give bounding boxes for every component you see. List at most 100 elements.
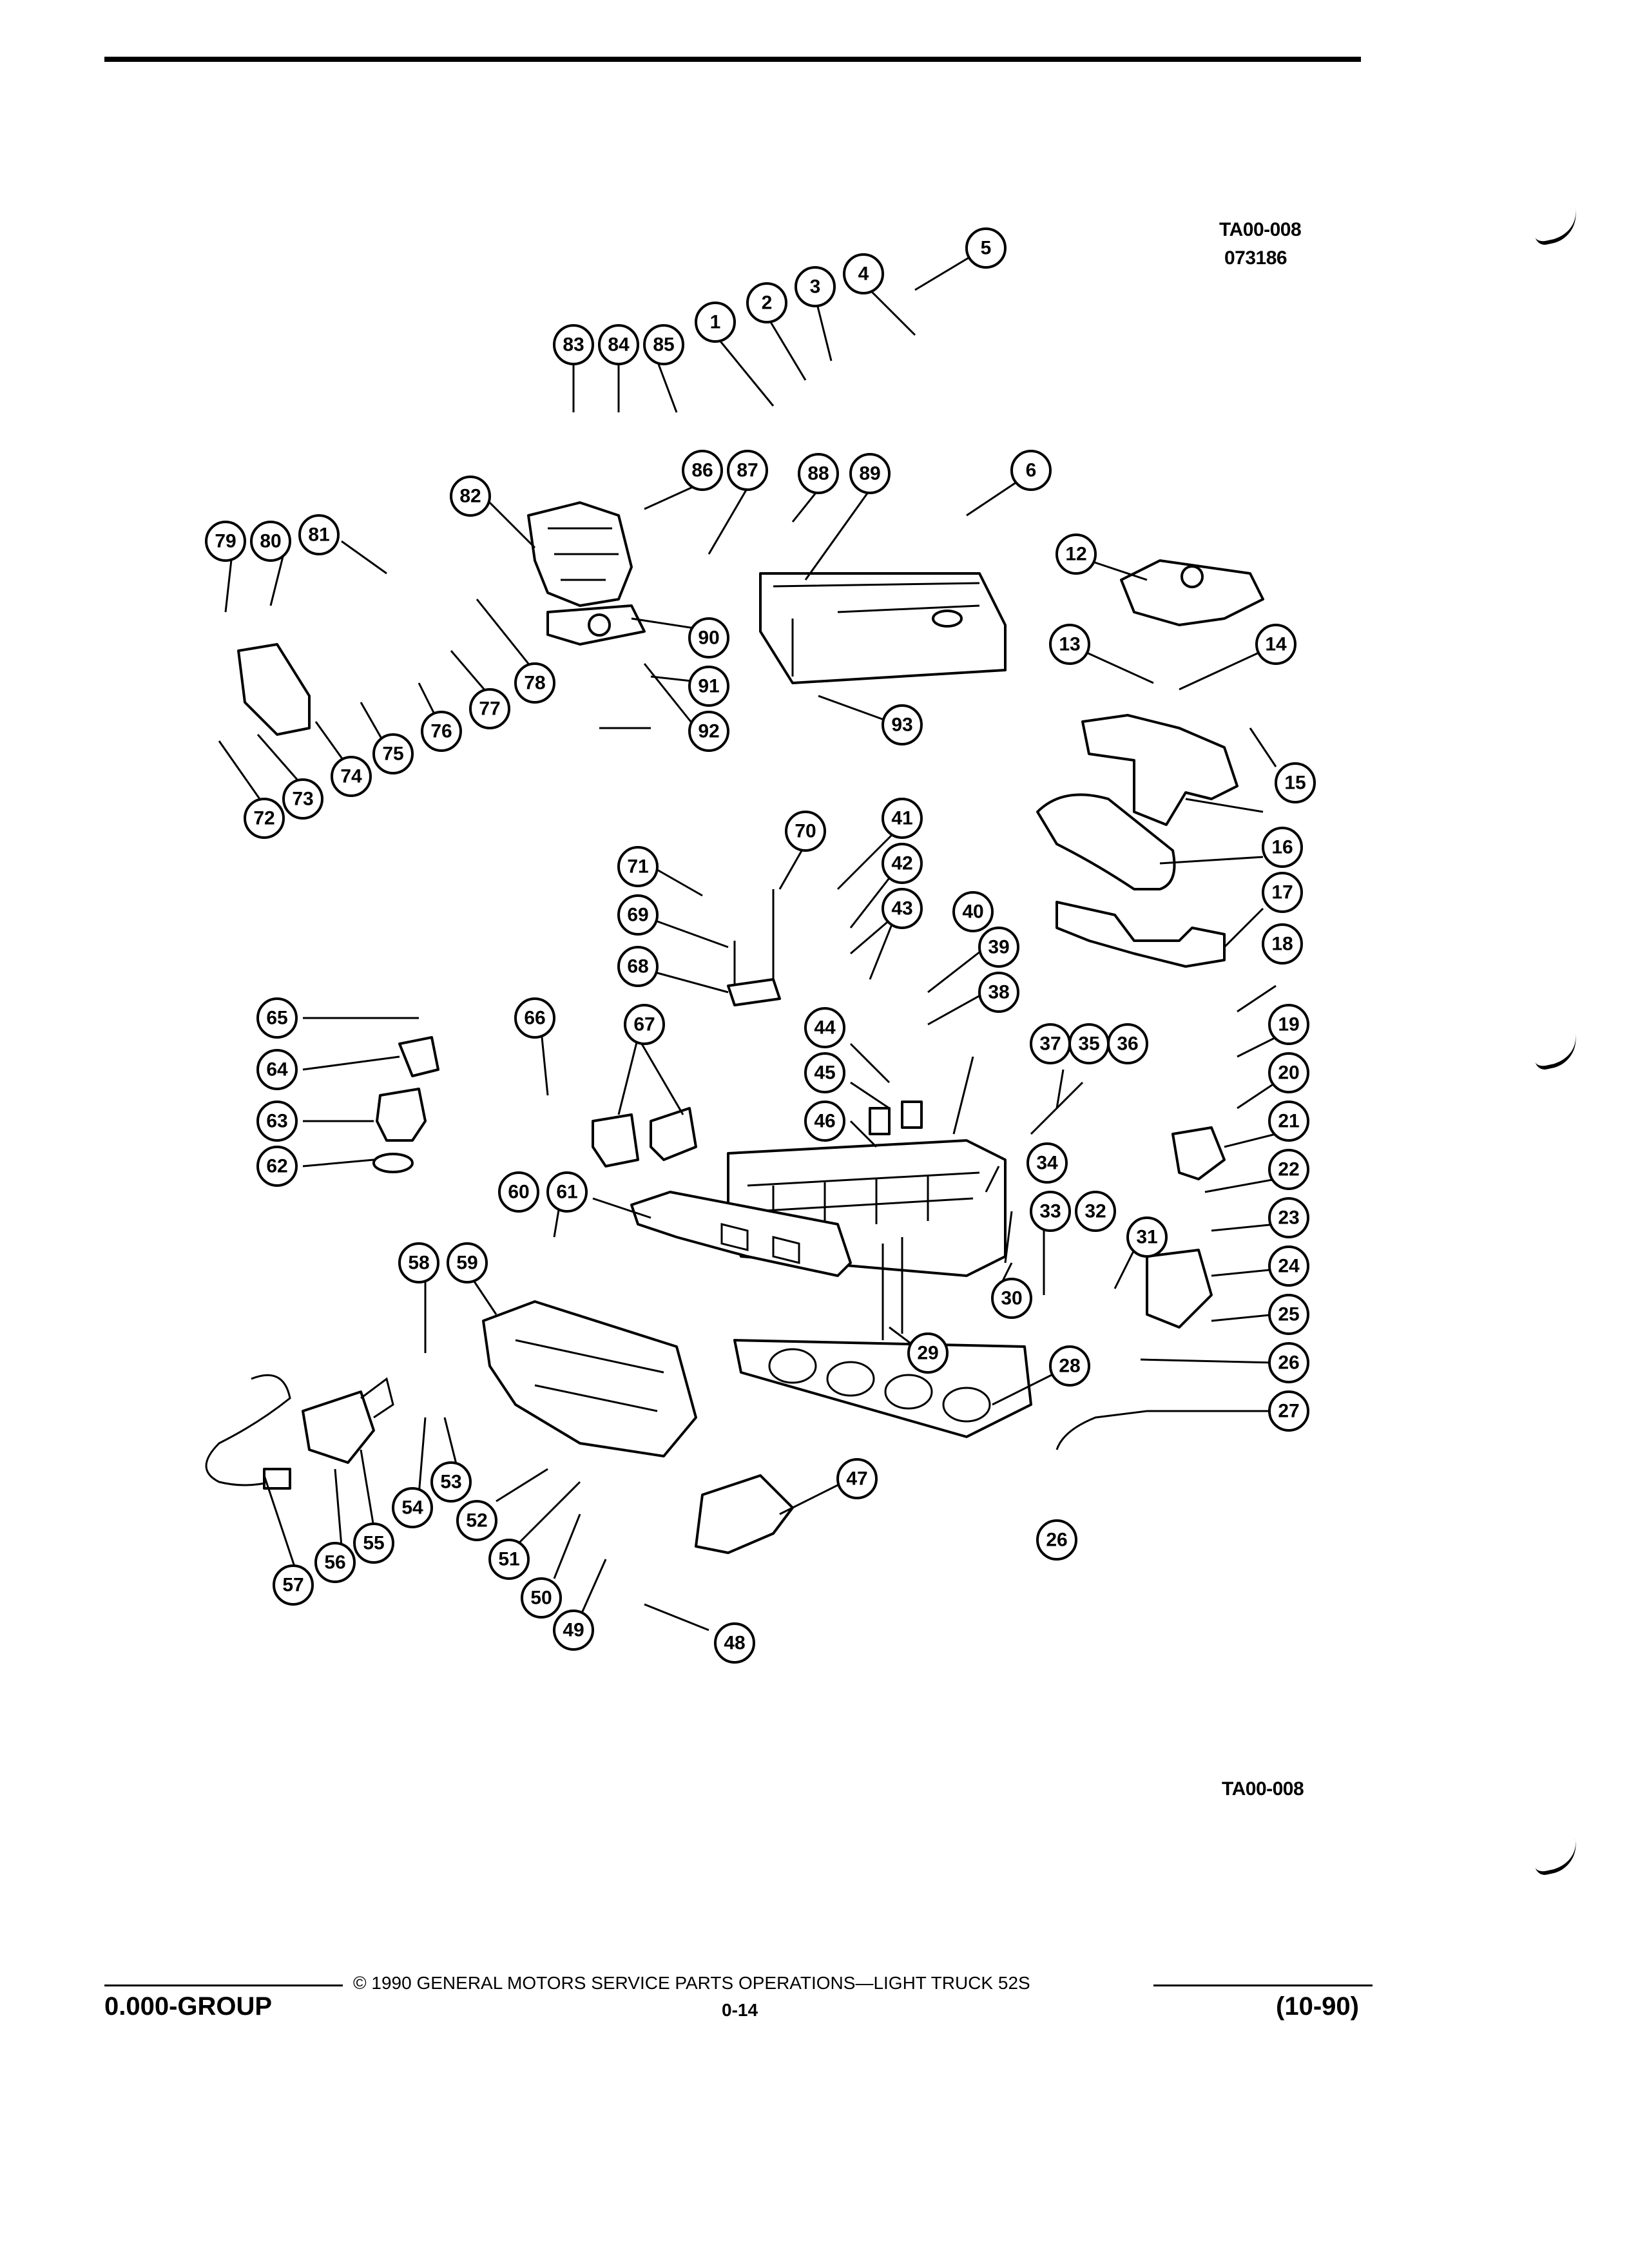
callout-number: 1	[710, 312, 721, 333]
callout-6: 6	[1010, 450, 1052, 491]
sensor-wire	[205, 1374, 291, 1486]
callout-circle	[256, 1049, 298, 1090]
thermostat-housing-lower	[1146, 1249, 1213, 1329]
callout-number: 65	[266, 1008, 287, 1029]
callout-circle	[688, 617, 729, 658]
callout-circle	[907, 1332, 949, 1374]
callout-circle	[447, 1242, 488, 1283]
callout-circle	[1268, 1390, 1309, 1432]
callout-circle	[1268, 1004, 1309, 1045]
callout-circle	[1268, 1100, 1309, 1142]
callout-circle	[250, 521, 291, 562]
coolant-outlet	[1171, 1126, 1226, 1180]
callout-number: 53	[440, 1472, 461, 1493]
callout-24: 24	[1268, 1245, 1309, 1287]
callout-number: 79	[215, 531, 236, 552]
callout-circle	[514, 662, 555, 704]
callout-77: 77	[469, 688, 510, 729]
callout-26: 26	[1036, 1519, 1077, 1561]
footer-copyright: © 1990 GENERAL MOTORS SERVICE PARTS OPER…	[353, 1973, 1030, 1993]
callout-93: 93	[882, 704, 923, 745]
egr-bracket	[398, 1036, 439, 1077]
callout-number: 27	[1278, 1401, 1299, 1422]
callout-62: 62	[256, 1146, 298, 1187]
callout-circle	[244, 798, 285, 839]
callout-55: 55	[353, 1523, 394, 1564]
callout-number: 41	[891, 808, 912, 829]
callout-82: 82	[450, 476, 491, 517]
callout-circle	[256, 1100, 298, 1142]
callout-number: 55	[363, 1533, 384, 1554]
callout-21: 21	[1268, 1100, 1309, 1142]
callout-37: 37	[1030, 1023, 1071, 1064]
footer-group: 0.000-GROUP	[104, 1992, 273, 2021]
callout-63: 63	[256, 1100, 298, 1142]
callout-circle	[553, 324, 594, 365]
callout-number: 39	[988, 937, 1009, 958]
callout-65: 65	[256, 997, 298, 1039]
callout-number: 3	[810, 276, 821, 298]
rocker-cover	[759, 572, 1007, 684]
bracket-67b	[650, 1107, 697, 1161]
callout-number: 37	[1039, 1033, 1061, 1055]
callout-45: 45	[804, 1052, 845, 1093]
callout-number: 30	[1001, 1288, 1022, 1309]
lower-intake	[482, 1300, 697, 1457]
callout-39: 39	[978, 927, 1019, 968]
head-gasket	[733, 1339, 1032, 1438]
callout-number: 14	[1265, 634, 1287, 655]
callout-circle	[798, 453, 839, 494]
callout-circle	[1030, 1191, 1071, 1232]
callout-circle	[598, 324, 639, 365]
callout-number: 84	[608, 334, 630, 356]
callout-number: 93	[891, 715, 912, 736]
callout-circle	[421, 711, 462, 752]
callout-number: 44	[814, 1017, 836, 1039]
callout-70: 70	[785, 811, 826, 852]
callout-number: 59	[456, 1253, 477, 1274]
callout-43: 43	[882, 888, 923, 929]
callout-number: 38	[988, 982, 1009, 1003]
callout-circle	[785, 811, 826, 852]
callout-circle	[1268, 1342, 1309, 1383]
callout-circle	[1027, 1142, 1068, 1184]
callout-circle	[331, 756, 372, 797]
callout-67: 67	[624, 1004, 665, 1045]
callout-92: 92	[688, 711, 729, 752]
callout-number: 4	[858, 264, 869, 285]
callout-circle	[978, 972, 1019, 1013]
callout-68: 68	[617, 946, 659, 987]
footer-revision: (10-90)	[1276, 1992, 1359, 2021]
hose	[1055, 1410, 1148, 1450]
callout-circle	[498, 1171, 539, 1213]
callout-circle	[965, 227, 1007, 269]
callout-71: 71	[617, 846, 659, 887]
heat-shield	[1036, 793, 1176, 890]
callout-13: 13	[1049, 624, 1090, 665]
callout-41: 41	[882, 798, 923, 839]
engine-bracket	[695, 1474, 794, 1554]
callout-circle	[1049, 624, 1090, 665]
callout-51: 51	[488, 1539, 530, 1580]
callout-78: 78	[514, 662, 555, 704]
callout-circle	[682, 450, 723, 491]
callout-number: 18	[1271, 934, 1293, 955]
callout-number: 75	[382, 744, 403, 765]
callout-35: 35	[1068, 1023, 1110, 1064]
callout-81: 81	[298, 514, 340, 555]
callout-circle	[882, 704, 923, 745]
callout-number: 34	[1036, 1153, 1058, 1174]
callout-number: 49	[563, 1620, 584, 1641]
callout-circle	[488, 1539, 530, 1580]
callout-32: 32	[1075, 1191, 1116, 1232]
callout-number: 25	[1278, 1304, 1299, 1325]
callout-28: 28	[1049, 1345, 1090, 1387]
callout-circle	[298, 514, 340, 555]
callout-number: 61	[556, 1182, 577, 1203]
intake-manifold	[630, 1191, 852, 1277]
callout-59: 59	[447, 1242, 488, 1283]
callout-38: 38	[978, 972, 1019, 1013]
callout-circle	[978, 927, 1019, 968]
callout-circle	[1255, 624, 1296, 665]
callout-61: 61	[546, 1171, 588, 1213]
